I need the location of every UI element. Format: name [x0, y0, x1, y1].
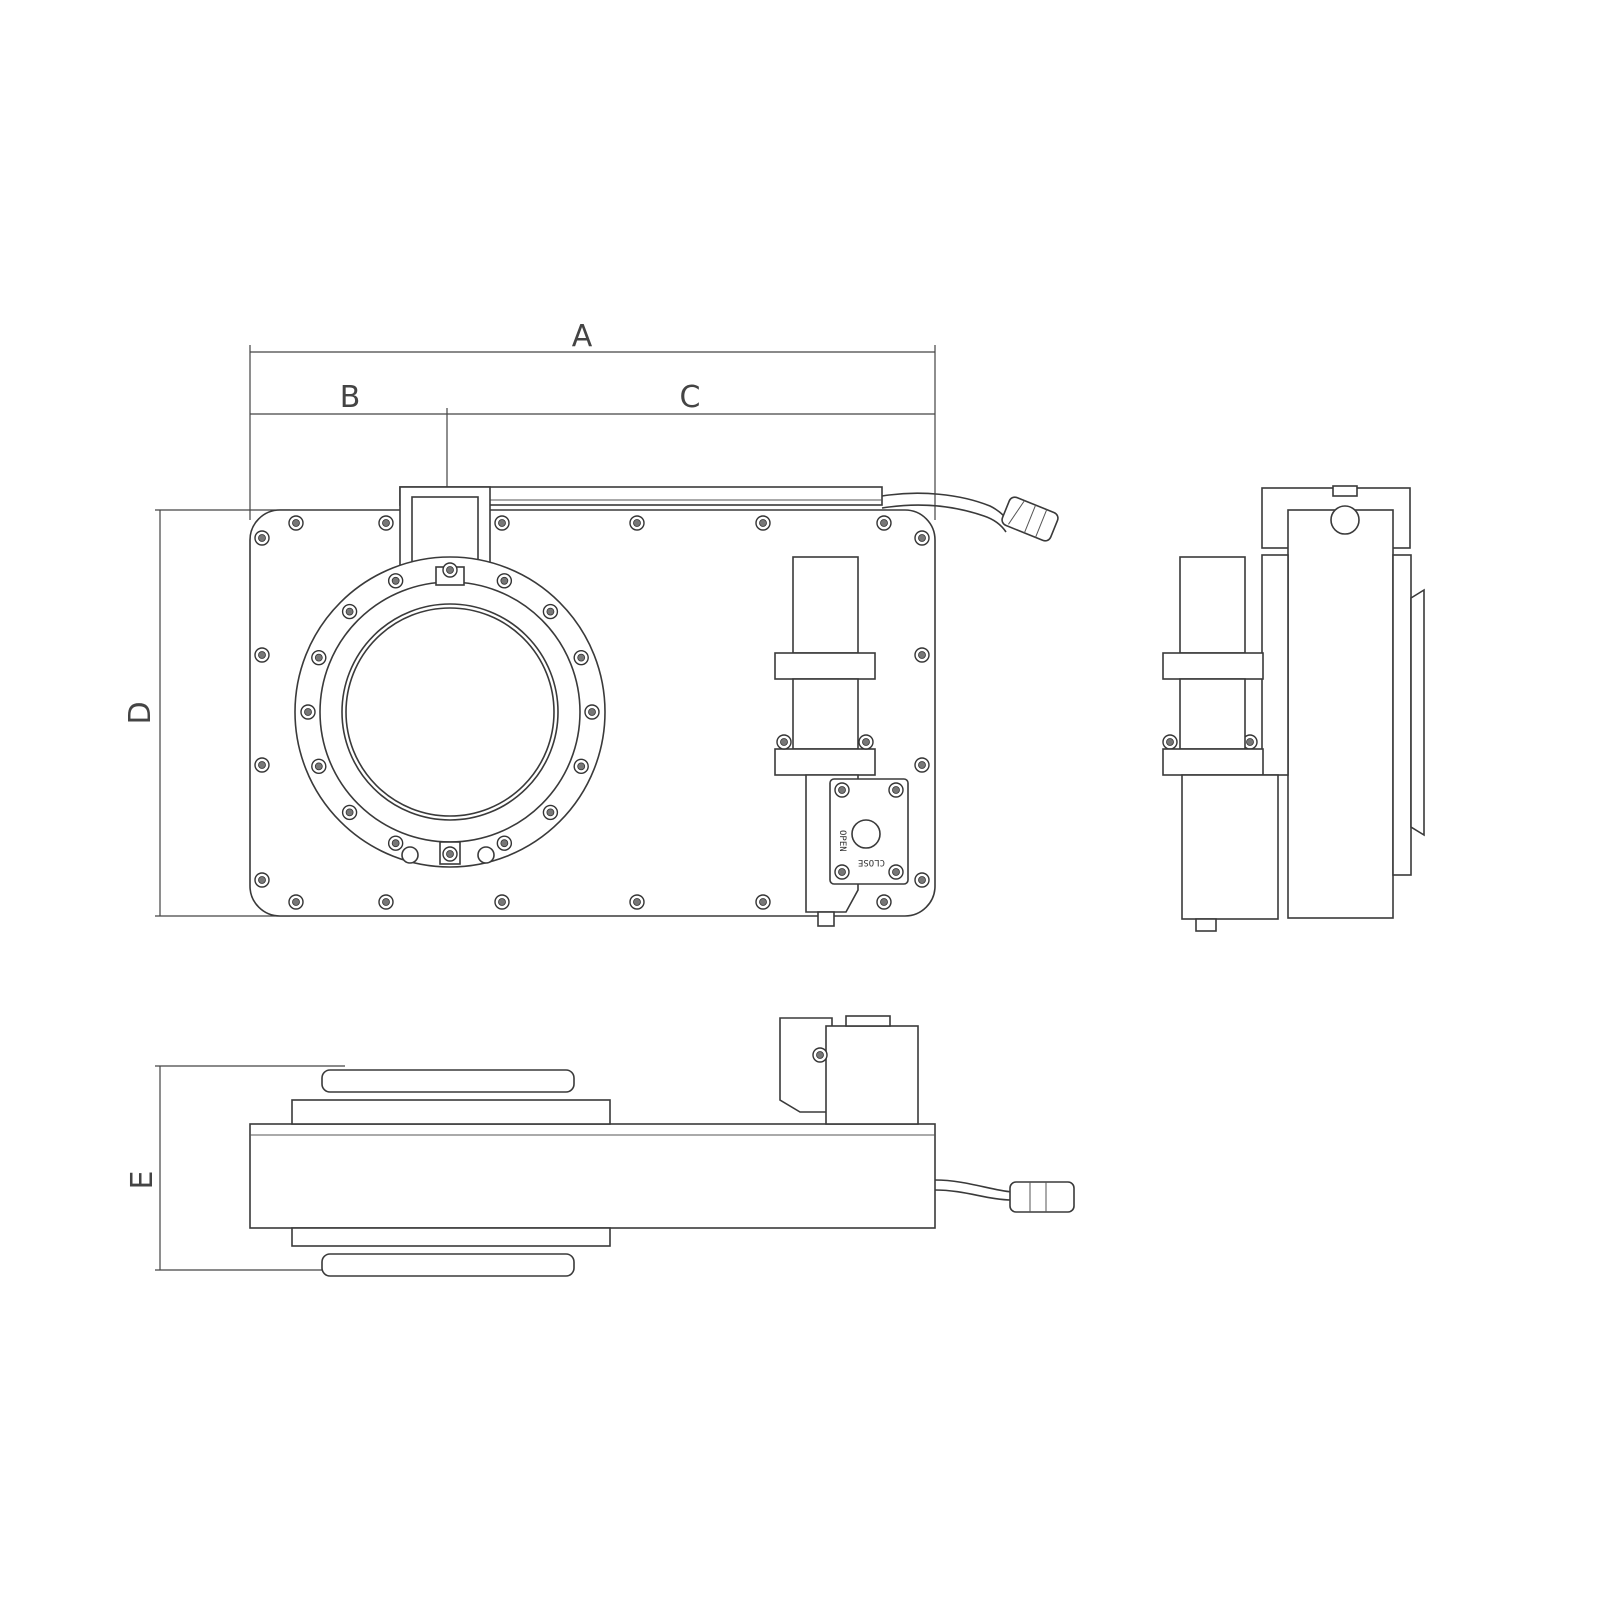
bottom-body: [249, 1123, 936, 1229]
bottom-lower-seal: [321, 1253, 575, 1277]
dimension-a: A: [249, 319, 936, 520]
front-bolts: [254, 515, 1258, 910]
bottom-cable: [934, 1179, 1075, 1213]
dimension-d-label: D: [123, 701, 158, 724]
indicator-open-label: OPEN: [837, 830, 847, 852]
dimension-c-label: C: [680, 380, 701, 415]
dimension-e: E: [125, 1065, 345, 1271]
side-body: [1287, 509, 1394, 919]
side-bonnet: [1392, 554, 1412, 876]
side-flange: [1410, 588, 1425, 837]
dimension-e-label: E: [125, 1171, 160, 1190]
dimension-b-label: B: [340, 380, 361, 415]
dimension-b-c: B C: [250, 380, 935, 490]
bottom-top-seal: [321, 1069, 575, 1093]
port-flange: [294, 556, 606, 868]
bottom-actuator: [779, 1015, 919, 1125]
side-plate: [1261, 554, 1289, 776]
front-view: A B C D: [123, 319, 1258, 927]
bottom-lower-flange: [291, 1227, 611, 1247]
side-view: [1162, 485, 1425, 932]
bottom-view: E: [125, 1015, 1075, 1277]
bottom-top-flange: [291, 1099, 611, 1125]
cable-connector: [881, 492, 1059, 542]
dimension-d: D: [123, 509, 290, 917]
position-indicator: OPEN CLOSE: [829, 778, 909, 885]
dimension-a-label: A: [572, 319, 593, 354]
indicator-close-label: CLOSE: [858, 857, 885, 867]
